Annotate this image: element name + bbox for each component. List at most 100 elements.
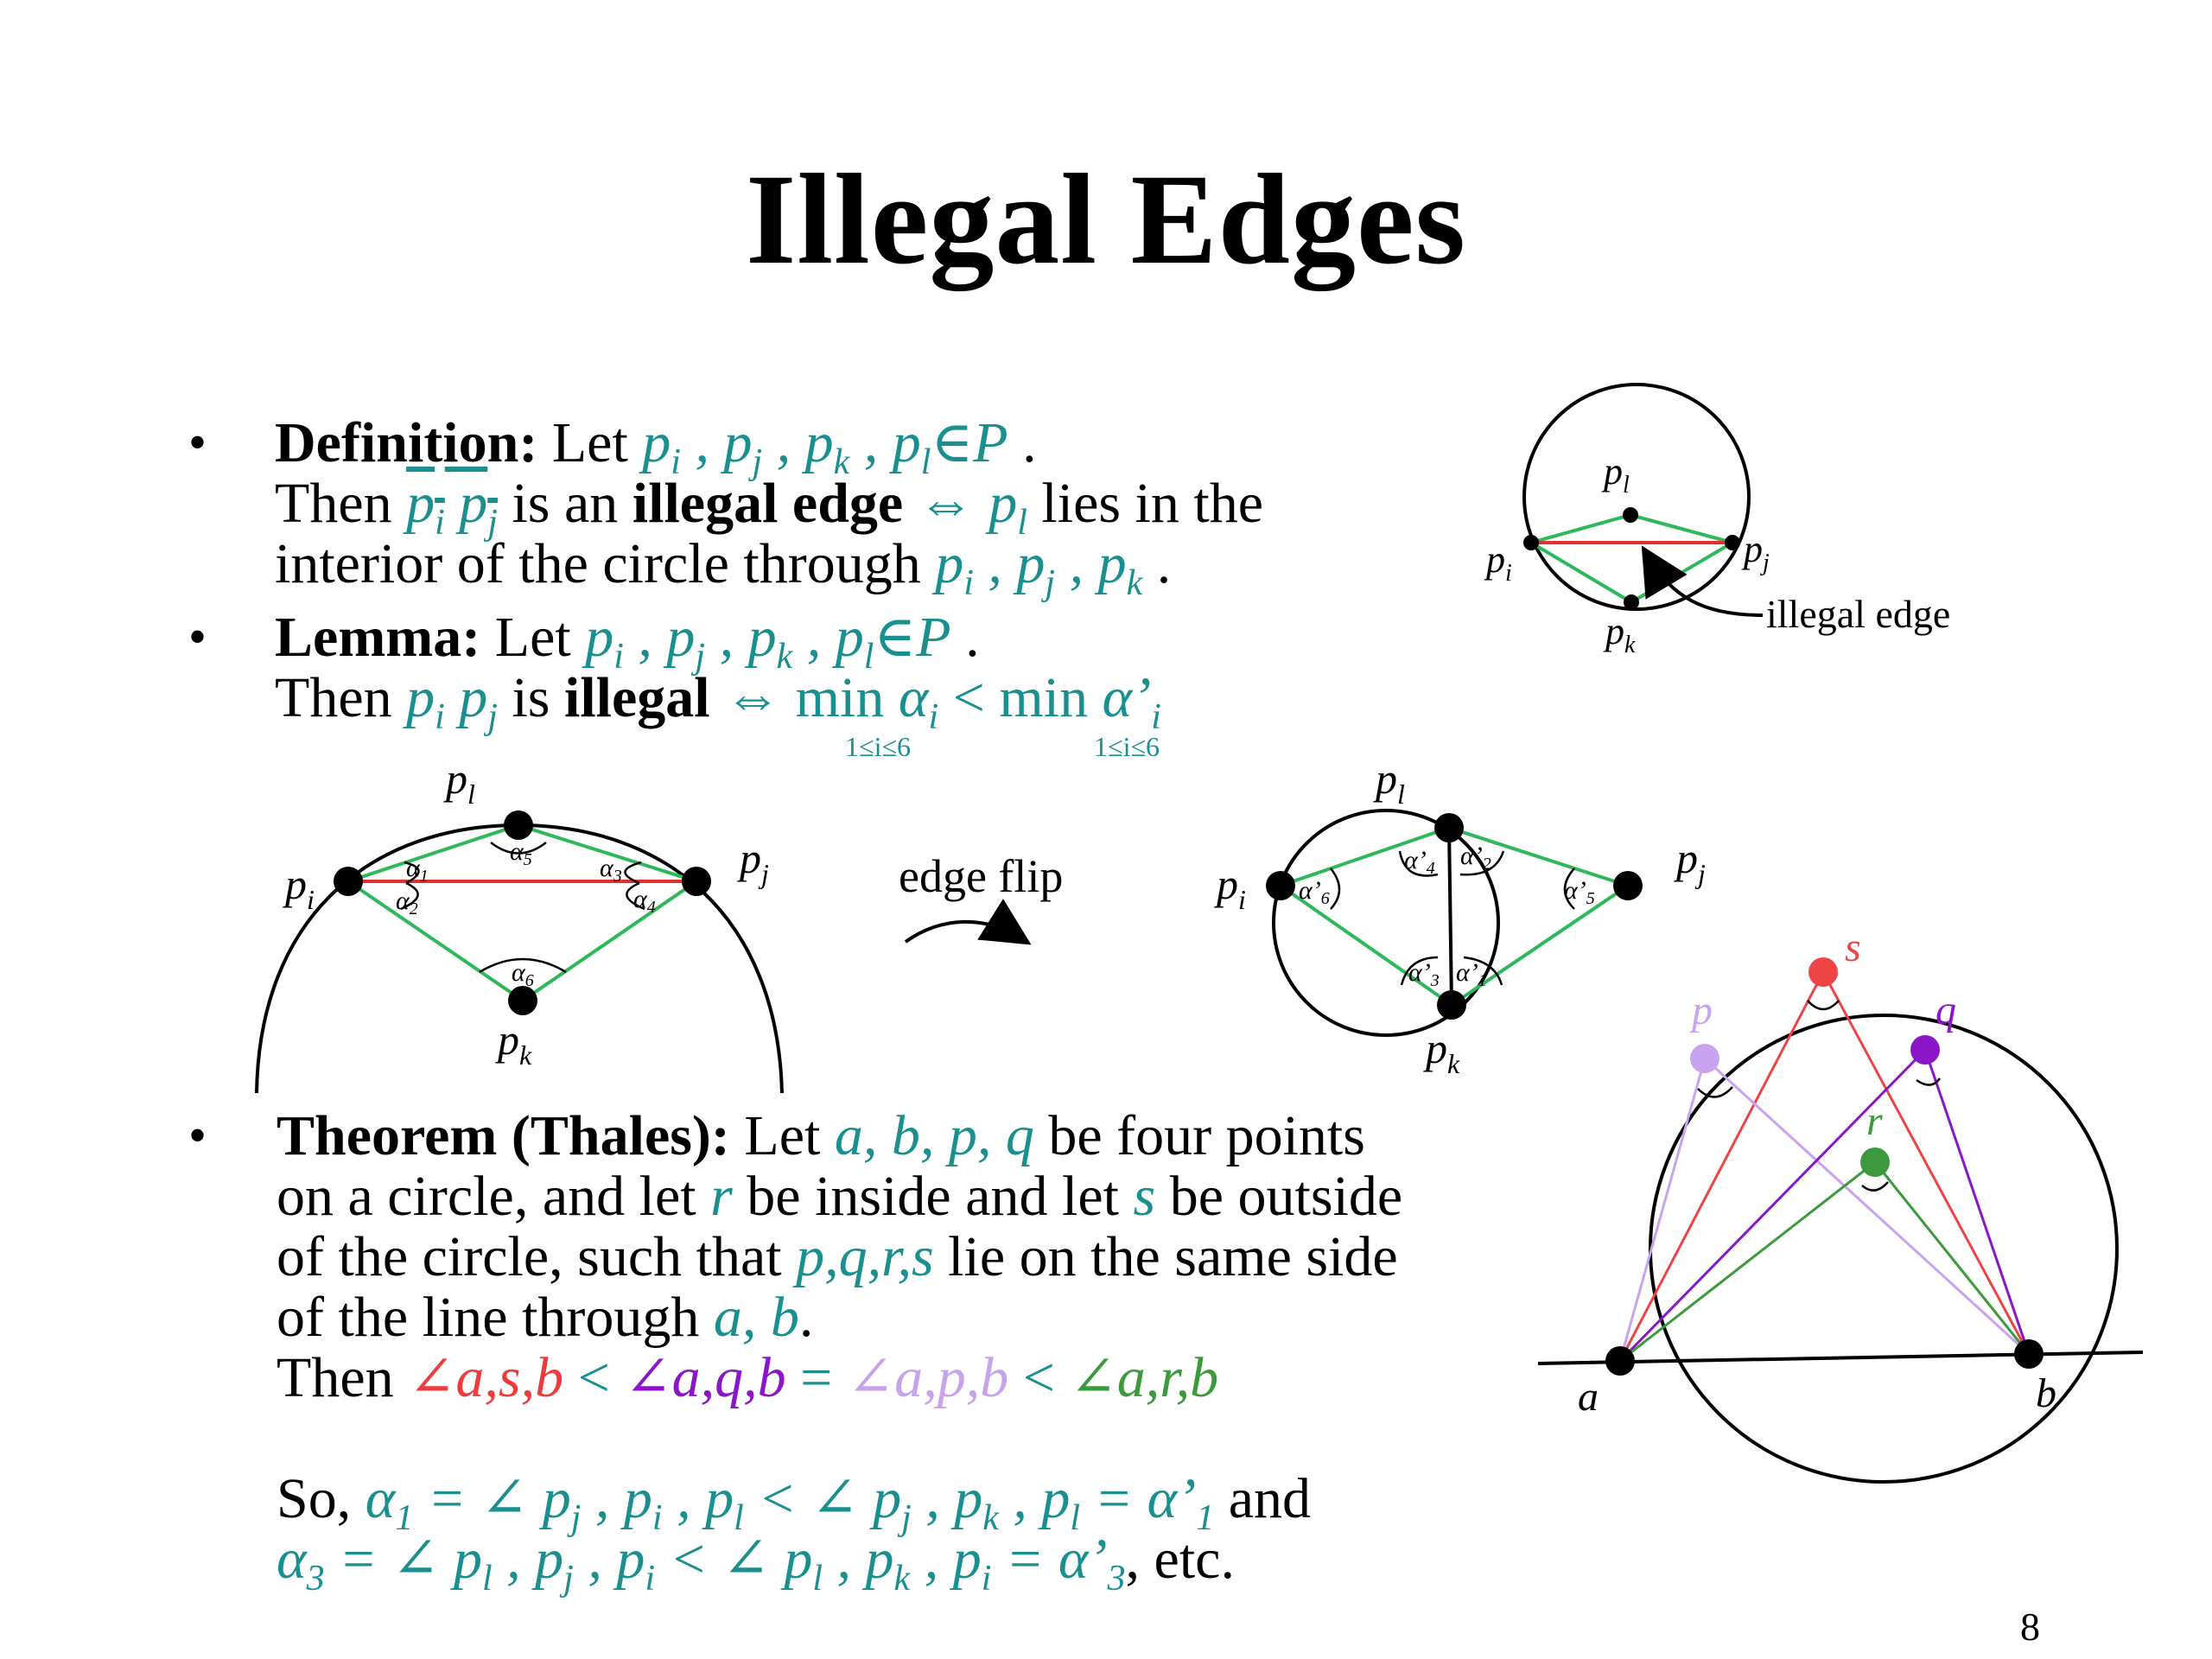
lemma-lt: < — [952, 666, 985, 729]
angle-asb: ∠a,s,b — [408, 1346, 564, 1409]
svg-text:α’6: α’6 — [1299, 876, 1330, 908]
label-pl: pl — [1601, 450, 1630, 499]
segment-ar — [1619, 1160, 1876, 1363]
definition-label: Definition: — [275, 411, 538, 474]
svg-text:α’2: α’2 — [1460, 842, 1491, 874]
svg-text:α1: α1 — [406, 854, 429, 886]
page-number: 8 — [2020, 1605, 2040, 1649]
slide-title: Illegal Edges — [746, 148, 1466, 291]
svg-text:α2: α2 — [396, 887, 418, 918]
theorem-line3: of the circle, such that p,q,r,s lie on … — [276, 1227, 1398, 1287]
point-q — [1910, 1035, 1940, 1065]
lemma-let: Let — [494, 606, 571, 669]
point-pl — [1434, 813, 1464, 842]
theorem-line3-a: of the circle, such that — [276, 1225, 782, 1288]
definition-then: Then — [275, 472, 392, 535]
edge-flip-arrow — [904, 899, 1032, 945]
point-a — [1605, 1346, 1635, 1376]
label-q: q — [1936, 988, 1956, 1033]
point-pj — [1613, 871, 1643, 900]
lemma-alpha-prime: α’i — [1102, 666, 1161, 738]
theorem-line1: Theorem (Thales): Let a, b, p, q be four… — [276, 1106, 1365, 1166]
lemma-range-1: 1≤i≤6 — [845, 731, 912, 762]
label-pl: pl — [443, 754, 475, 810]
point-pj — [682, 867, 711, 896]
point-s — [1808, 957, 1838, 987]
point-pi — [1266, 871, 1295, 900]
point-p — [1690, 1044, 1719, 1073]
point-pi — [1523, 535, 1539, 550]
so-line1: So, α1 = ∠ pj , pi , pl < ∠ pj , pk , pl… — [276, 1469, 1311, 1548]
definition-iff: ⇔ — [917, 472, 975, 535]
bullet-lemma: • — [188, 608, 207, 665]
lemma-min-2: min — [999, 666, 1089, 729]
bullet-definition: • — [188, 414, 207, 471]
lemma-points: pi , pj , pk , pl∈P — [585, 606, 951, 677]
segment-bp — [1703, 1057, 2031, 1356]
eq-1: = — [800, 1346, 833, 1409]
segment-bq — [1923, 1049, 2031, 1355]
lemma-illegal: illegal — [563, 666, 710, 729]
angle-labels-flipped: α’4 α’2 α’6 α’5 α’3 α’1 — [1299, 842, 1595, 990]
point-pk — [508, 986, 537, 1015]
angle-aqb: ∠a,q,b — [624, 1346, 786, 1409]
point-r — [1860, 1147, 1890, 1177]
segment-br — [1873, 1161, 2031, 1355]
thales-angle-arcs — [1697, 1000, 1942, 1192]
theorem-then: Then — [276, 1346, 394, 1409]
lemma-edge: pi pj — [406, 666, 498, 738]
theorem-let: Let — [744, 1104, 821, 1167]
edge-flip-indicator: edge flip — [899, 850, 1063, 945]
lemma-alpha: αi — [898, 666, 939, 738]
lt-1: < — [577, 1346, 610, 1409]
definition-circle-points: pi , pj , pk — [935, 532, 1143, 604]
theorem-points: a, b, p, q — [834, 1104, 1034, 1167]
definition-line2: Then pi pj is an illegal edge ⇔ pl lies … — [275, 474, 1263, 553]
definition-points: pi , pj , pk , pl∈P — [642, 411, 1008, 483]
theorem-line2: on a circle, and let r be inside and let… — [276, 1166, 1402, 1227]
point-pj — [1725, 535, 1740, 550]
definition-let: Let — [551, 411, 628, 474]
definition-pl: pl — [988, 472, 1027, 543]
so-line2: α3 = ∠ pl , pj , pi < ∠ pl , pk , pi = α… — [276, 1529, 1235, 1609]
definition-is-an: is an — [512, 472, 619, 535]
lemma-range-2: 1≤i≤6 — [1094, 731, 1160, 762]
svg-text:α5: α5 — [510, 837, 532, 869]
definition-interior: interior of the circle through — [275, 532, 921, 595]
svg-text:α6: α6 — [512, 958, 534, 990]
label-r: r — [1866, 1098, 1883, 1144]
segment-aq — [1618, 1048, 1927, 1363]
lemma-is: is — [512, 666, 550, 729]
label-p: p — [1689, 988, 1713, 1033]
svg-text:α’4: α’4 — [1404, 846, 1435, 878]
angle-arb: ∠a,r,b — [1069, 1346, 1219, 1409]
angle-arcs-flipped — [1330, 850, 1575, 986]
point-pk — [1437, 990, 1466, 1020]
label-a: a — [1578, 1374, 1599, 1420]
label-pj: pj — [1741, 528, 1770, 576]
lemma-label: Lemma: — [275, 606, 481, 669]
theorem-label: Theorem (Thales): — [276, 1104, 730, 1167]
point-pk — [1624, 594, 1639, 610]
label-pi: pi — [283, 860, 315, 915]
theorem-s: s — [1133, 1165, 1156, 1228]
lt-2: < — [1022, 1346, 1055, 1409]
lemma-line1: Lemma: Let pi , pj , pk , pl∈P . — [275, 606, 980, 677]
definition-edge: pi pj — [406, 472, 498, 543]
segment-as — [1618, 971, 1825, 1362]
so-label: So, — [276, 1467, 352, 1530]
point-b — [2014, 1339, 2044, 1369]
figure-illegal-edge: illegal edge pl pi pj pk — [1484, 383, 1950, 658]
theorem-line2-a: on a circle, and let — [276, 1165, 696, 1228]
so-formula-2: α3 = ∠ pl , pj , pi < ∠ pl , pk , pi = α… — [276, 1528, 1126, 1599]
label-b: b — [2036, 1370, 2056, 1416]
svg-text:α’3: α’3 — [1408, 958, 1440, 990]
svg-text:α4: α4 — [633, 885, 656, 917]
theorem-line3-b: lie on the same side — [948, 1225, 1398, 1288]
theorem-line2-c: be outside — [1169, 1165, 1403, 1228]
svg-text:α’5: α’5 — [1564, 876, 1595, 908]
circumcircle — [1522, 383, 1751, 611]
label-s: s — [1845, 925, 1861, 970]
theorem-line5: Then ∠a,s,b < ∠a,q,b = ∠a,p,b < ∠a,r,b — [276, 1348, 1218, 1408]
label-pk: pk — [1423, 1024, 1460, 1079]
